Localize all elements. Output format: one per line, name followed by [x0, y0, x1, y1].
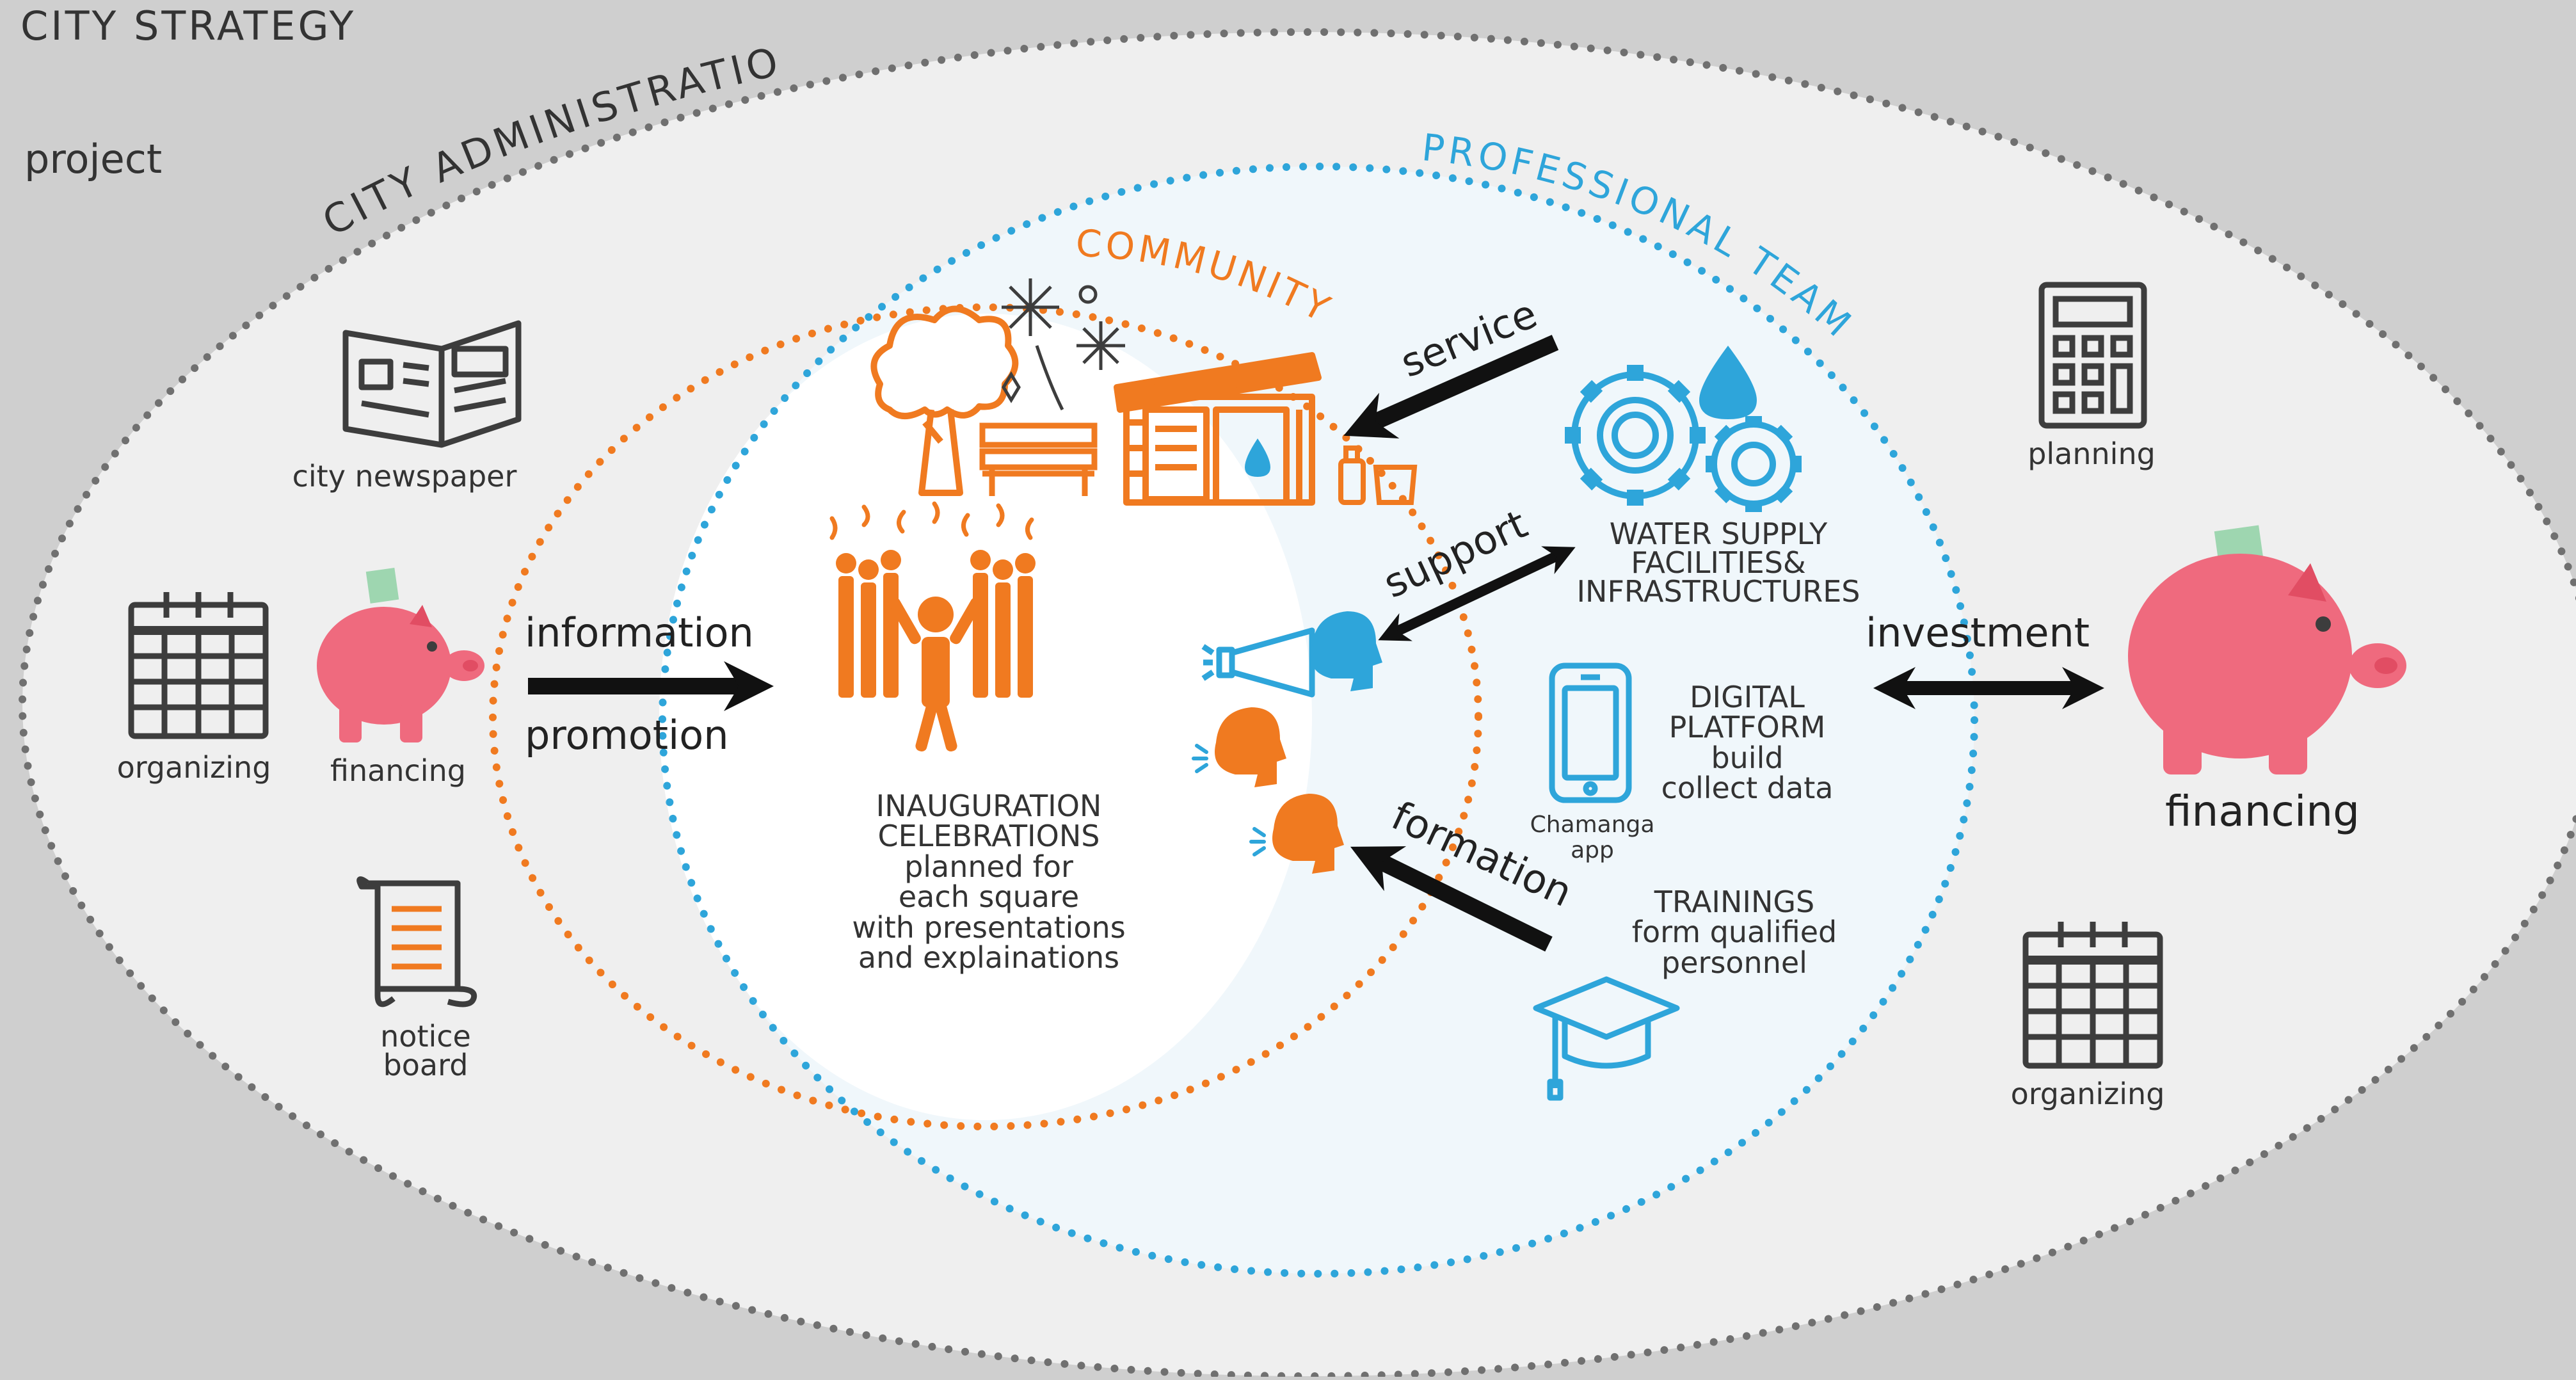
- community-area: [659, 314, 1312, 1120]
- bottle-bucket-icon: [1338, 445, 1418, 505]
- digital-platform-line3: build: [1711, 741, 1783, 775]
- fireworks-icon: [1002, 278, 1125, 411]
- inauguration-line4: each square: [899, 879, 1079, 914]
- service-arrow: [1343, 335, 1559, 438]
- trainings-line3: personnel: [1661, 945, 1807, 980]
- financing-label-right: financing: [2165, 787, 2360, 836]
- speaking-head-icon-orange-1: [1215, 707, 1286, 787]
- project-label: project: [24, 136, 162, 182]
- inauguration-line3: planned for: [904, 849, 1073, 884]
- professional-team-ring-inner: [659, 314, 1312, 1120]
- calendar-icon: [128, 592, 269, 739]
- smartphone-icon: [1549, 662, 1632, 803]
- speaking-head-icon-orange-2: [1272, 794, 1344, 874]
- calculator-icon: [2038, 282, 2147, 429]
- water-drop-icon-kiosk: [1245, 438, 1270, 477]
- promotion-label: promotion: [525, 712, 729, 758]
- digital-platform-line1: DIGITAL: [1690, 680, 1805, 714]
- piggy-bank-icon-large: [2128, 525, 2406, 774]
- community-ring: [489, 303, 1482, 1130]
- notice-scroll-icon: [356, 876, 477, 1007]
- chamanga-app-line2: app: [1571, 837, 1614, 863]
- investment-label: investment: [1866, 609, 2090, 656]
- organizing-label-right: organizing: [2011, 1077, 2165, 1111]
- gears-icon: [1565, 365, 1802, 512]
- tree-icon: [870, 305, 1019, 496]
- piggy-bank-icon-small: [317, 568, 484, 742]
- water-supply-line3: INFRASTRUCTURES: [1576, 574, 1860, 609]
- megaphone-icon: [1201, 627, 1315, 698]
- notice-label-line1: notice: [380, 1019, 471, 1054]
- trainings-line1: TRAININGS: [1654, 885, 1814, 919]
- speaking-head-icon-blue: [1311, 611, 1382, 691]
- confetti-icon: [829, 501, 1034, 540]
- speech-lines-icon-2: [1249, 827, 1266, 856]
- water-drop-icon: [1699, 346, 1757, 419]
- newspaper-icon: [342, 320, 522, 448]
- trainings-line2: form qualified: [1632, 915, 1837, 949]
- calendar-icon-right: [2022, 922, 2163, 1069]
- water-supply-line2: FACILITIES&: [1631, 545, 1806, 580]
- crowd-celebration-icon: [836, 550, 1036, 751]
- inauguration-line1: INAUGURATION: [876, 789, 1102, 823]
- chamanga-app-line1: Chamanga: [1530, 812, 1655, 838]
- bench-icon: [979, 422, 1098, 496]
- city-newspaper-label: city newspaper: [292, 459, 517, 493]
- inauguration-text: INAUGURATION CELEBRATIONS planned for ea…: [852, 789, 1125, 975]
- formation-arrow: [1350, 846, 1553, 952]
- notice-label-line2: board: [383, 1048, 468, 1082]
- inauguration-line6: and explainations: [858, 940, 1119, 975]
- planning-label: planning: [2028, 437, 2156, 471]
- water-supply-line1: WATER SUPPLY: [1610, 517, 1828, 551]
- support-arrow: [1378, 546, 1576, 641]
- digital-platform-line2: PLATFORM: [1669, 710, 1826, 744]
- city-strategy-title: CITY STRATEGY: [20, 3, 356, 49]
- kiosk-icon: [1114, 352, 1322, 506]
- organizing-label-left: organizing: [117, 750, 271, 785]
- speech-lines-icon-1: [1192, 744, 1208, 773]
- graduation-cap-icon: [1533, 976, 1680, 1101]
- inauguration-line5: with presentations: [852, 910, 1125, 945]
- inauguration-line2: CELEBRATIONS: [878, 819, 1100, 853]
- digital-platform-line4: collect data: [1661, 771, 1834, 805]
- financing-label-left: financing: [330, 753, 466, 788]
- information-label: information: [525, 609, 754, 656]
